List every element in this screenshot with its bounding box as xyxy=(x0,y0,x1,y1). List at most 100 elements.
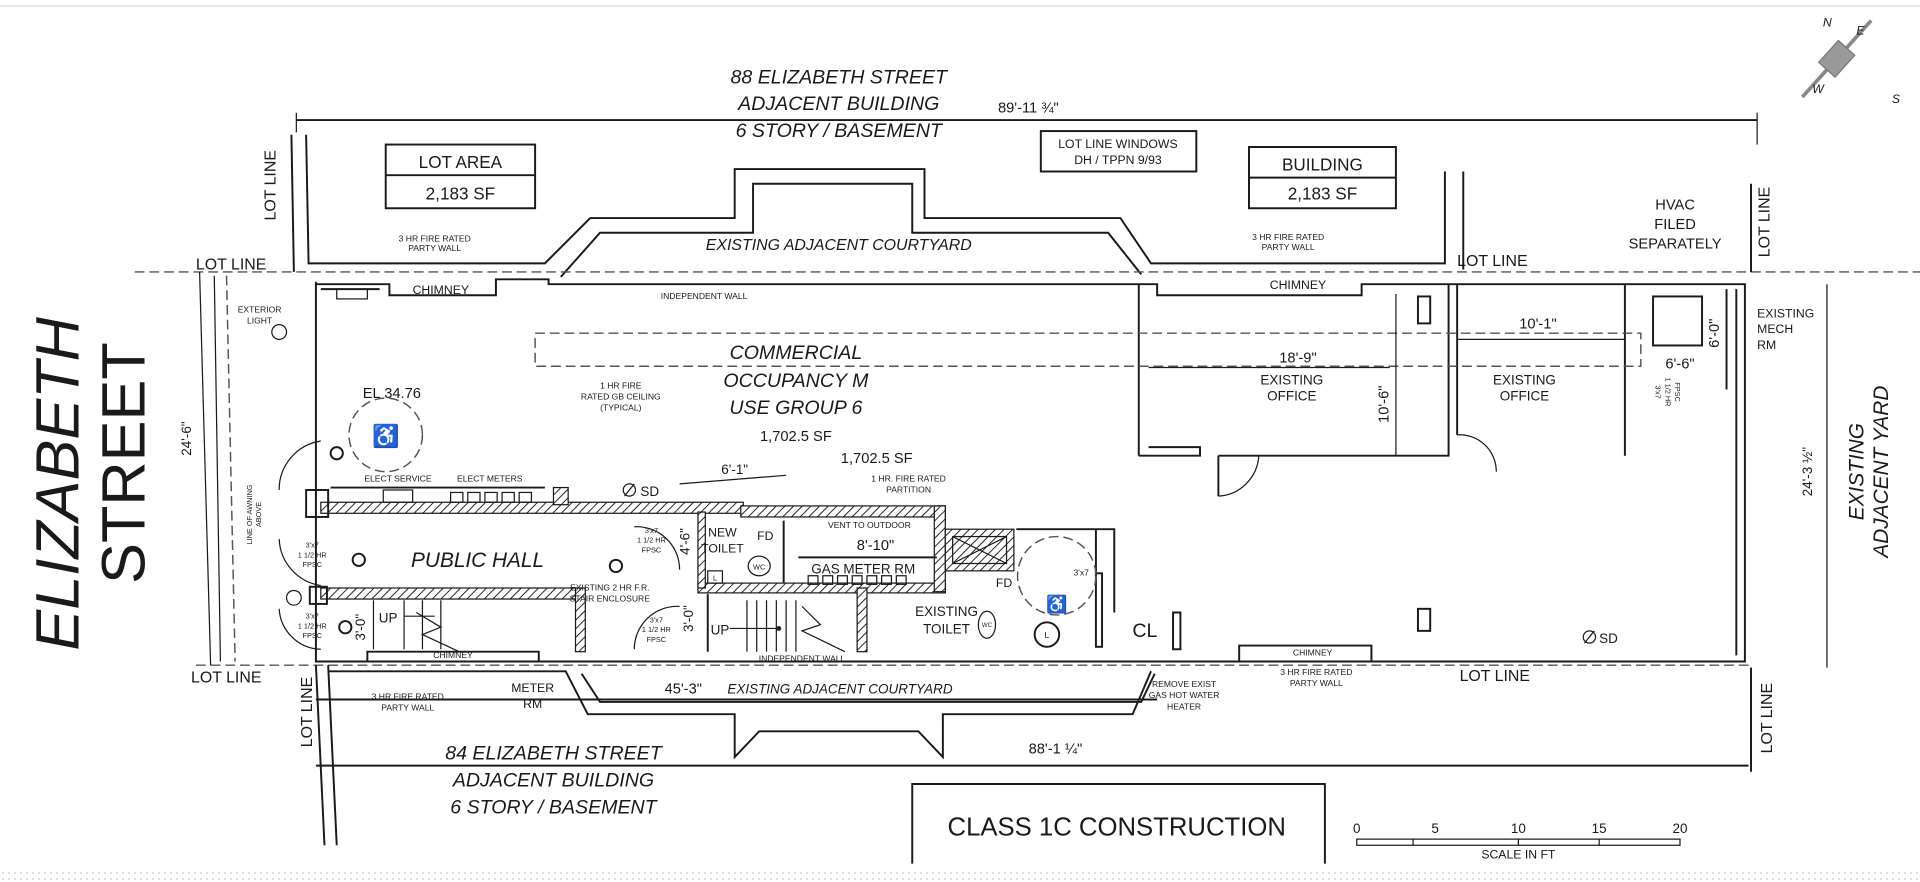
stair-up-label: UP xyxy=(379,610,398,625)
door-note: 3'x7 xyxy=(1073,568,1089,578)
scale-tick: 0 xyxy=(1353,821,1360,836)
door-note: 3'x7 xyxy=(645,526,658,535)
dashed-beam-outline xyxy=(534,332,1642,368)
ceiling-note: (TYPICAL) xyxy=(600,402,642,412)
bottom-border xyxy=(0,870,1920,882)
party-wall-note: 3 HR FIRE RATED xyxy=(1252,232,1324,242)
accessible-icon: ♿ xyxy=(1046,594,1067,614)
lot-line-label: LOT LINE xyxy=(191,669,261,686)
door-note: 3'x7 xyxy=(306,541,319,550)
lot-line-windows-line1: LOT LINE WINDOWS xyxy=(1058,137,1177,151)
door-note: FPSC xyxy=(642,545,662,554)
dimension-line-front xyxy=(198,271,212,666)
stair-icon xyxy=(372,594,846,653)
water-heater-note: GAS HOT WATER xyxy=(1149,690,1220,700)
door-note: 1 1/2 HR xyxy=(298,550,327,559)
mech-room-label: MECH xyxy=(1757,322,1793,336)
lavatory-icon xyxy=(1033,621,1061,648)
building-area-label: BUILDING xyxy=(1282,154,1363,174)
hvac-note: HVAC FILED SEPARATELY xyxy=(1629,197,1722,252)
lavatory-icon xyxy=(707,570,724,584)
ceiling-note: RATED GB CEILING xyxy=(581,391,661,401)
building-area-box: BUILDING 2,183 SF xyxy=(1248,146,1397,210)
commercial-area-2: 1,702.5 SF xyxy=(841,451,913,467)
dimension-toilet-depth: 4'-6" xyxy=(677,528,692,555)
building-type: ADJACENT BUILDING xyxy=(737,93,939,115)
courtyard-label-top: EXISTING ADJACENT COURTYARD xyxy=(706,237,972,254)
dimension-front-width: 24'-6" xyxy=(179,421,194,456)
scale-bar: 0 5 10 15 20 SCALE IN FT xyxy=(1353,821,1688,862)
party-wall-note: PARTY WALL xyxy=(408,243,461,253)
door-note: 3'x7 xyxy=(306,612,319,621)
door-note: 3'x7 xyxy=(1654,385,1663,398)
dimension-courtyard-length: 45'-3" xyxy=(665,681,702,697)
hvac-line3: SEPARATELY xyxy=(1629,237,1722,253)
scale-label: SCALE IN FT xyxy=(1481,848,1556,862)
elevation-label: EL 34.76 xyxy=(363,386,421,402)
lot-area-label: LOT AREA xyxy=(419,152,503,172)
compass-s: S xyxy=(1892,92,1901,106)
gas-meter-room-label: GAS METER RM xyxy=(811,561,915,576)
hvac-line1: HVAC xyxy=(1655,197,1695,213)
dimension-office-1: 18'-9" xyxy=(1279,351,1316,367)
lav-label: L xyxy=(1045,630,1050,640)
party-wall-note: 3 HR FIRE RATED xyxy=(399,233,471,243)
new-toilet-label: TOILET xyxy=(701,541,744,555)
accessible-turning-circle xyxy=(348,397,424,473)
office-label: EXISTING xyxy=(1493,373,1556,388)
independent-wall-label: INDEPENDENT WALL xyxy=(661,291,748,301)
address: 84 ELIZABETH STREET xyxy=(445,742,664,764)
dimension-mech-depth: 6'-0" xyxy=(1707,319,1723,348)
commercial-label: COMMERCIAL OCCUPANCY M USE GROUP 6 1,702… xyxy=(723,342,912,467)
closet-label: CL xyxy=(1132,620,1157,642)
partition-note: PARTITION xyxy=(886,484,931,494)
exterior-light-label: LIGHT xyxy=(247,315,273,325)
door-note: 1 1/2 HR xyxy=(642,625,671,634)
hvac-line2: FILED xyxy=(1654,217,1696,233)
lot-area-box: LOT AREA 2,183 SF xyxy=(384,143,537,210)
gas-meters-icon xyxy=(807,575,907,585)
chimney-label: CHIMNEY xyxy=(1270,278,1326,292)
lot-line-windows-box: LOT LINE WINDOWS DH / TPPN 9/93 xyxy=(1039,130,1198,173)
office-label: OFFICE xyxy=(1267,389,1316,404)
party-wall-note: 3 HR FIRE RATED xyxy=(372,691,444,701)
mech-room-label: RM xyxy=(1757,338,1776,352)
lot-area-value: 2,183 SF xyxy=(426,184,495,204)
scale-tick: 15 xyxy=(1592,821,1607,836)
dimension-stair-width: 3'-0" xyxy=(681,605,696,632)
courtyard-top-outline xyxy=(560,182,1142,278)
address: 88 ELIZABETH STREET xyxy=(731,66,950,88)
lot-line-label: LOT LINE xyxy=(1759,683,1776,753)
lot-line-label: LOT LINE xyxy=(263,150,280,220)
ceiling-note: 1 HR FIRE xyxy=(600,380,642,390)
door-note: 3'x7 xyxy=(650,615,663,624)
dimension-mech-width: 6'-6" xyxy=(1665,357,1694,373)
stair-up-label: UP xyxy=(711,623,730,638)
door-note: FPSC xyxy=(647,635,667,644)
dimension-gas-room: 8'-10" xyxy=(857,538,894,554)
commercial-line1: COMMERCIAL xyxy=(730,342,863,364)
toilet-icon xyxy=(977,610,997,639)
party-wall-note: 3 HR FIRE RATED xyxy=(1280,667,1352,677)
scale-tick: 20 xyxy=(1673,821,1688,836)
party-wall-note: PARTY WALL xyxy=(1262,242,1315,252)
new-toilet-label: NEW xyxy=(708,526,737,540)
floor-drain-label: FD xyxy=(996,576,1012,590)
compass-n: N xyxy=(1823,16,1832,30)
lot-line-label: LOT LINE xyxy=(1460,668,1530,685)
page-border xyxy=(0,5,1920,7)
dimension-top-length: 89'-11 ¾" xyxy=(998,101,1059,117)
rear-yard-line1: EXISTING xyxy=(1846,423,1869,520)
dimension-hall-opening: 6'-1" xyxy=(721,462,748,477)
exterior-light-label: EXTERIOR xyxy=(238,304,282,314)
compass-e: E xyxy=(1856,23,1865,37)
smoke-detector-icon xyxy=(622,483,637,497)
existing-toilet-label: TOILET xyxy=(923,621,970,636)
dimension-rear-width: 24'-3 ½" xyxy=(1800,447,1815,497)
dimension-office-depth: 10'-6" xyxy=(1377,386,1393,423)
commercial-line2: OCCUPANCY M xyxy=(723,370,869,392)
elect-meters-label: ELECT METERS xyxy=(457,473,523,483)
lav-label: L xyxy=(713,574,717,583)
water-heater-note: HEATER xyxy=(1167,701,1201,711)
adjacent-building-top: 88 ELIZABETH STREET ADJACENT BUILDING 6 … xyxy=(731,66,950,142)
